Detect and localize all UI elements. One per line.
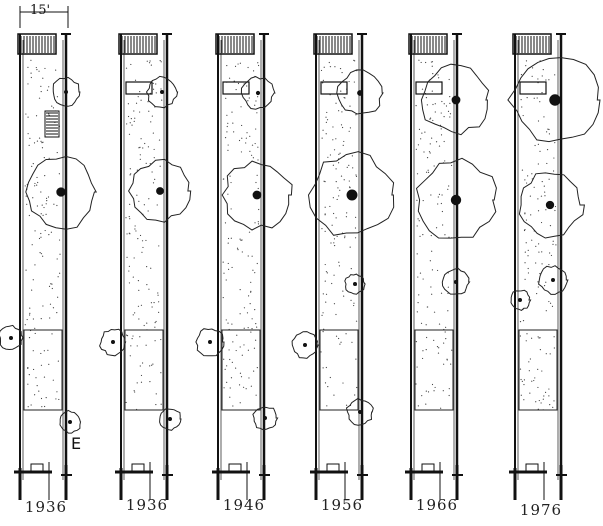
plot-year-label: 1976: [519, 501, 563, 519]
plot-year-label: 1936: [24, 498, 68, 516]
dimension-label: 15': [30, 3, 51, 18]
plot-1936-1: [99, 33, 192, 500]
plot-1966-4: [405, 33, 497, 500]
plot-1976-5: [507, 33, 601, 500]
plot-year-label: 1936: [125, 496, 169, 514]
plot-year-label: 1966: [415, 496, 459, 514]
plot-1956-3: [291, 33, 395, 500]
entry-mark: E: [71, 434, 82, 453]
plot-year-label: 1956: [320, 496, 364, 514]
plot-year-label: 1946: [222, 496, 266, 514]
plot-1946-2: [195, 33, 293, 500]
plot-1936-0: [0, 33, 98, 500]
